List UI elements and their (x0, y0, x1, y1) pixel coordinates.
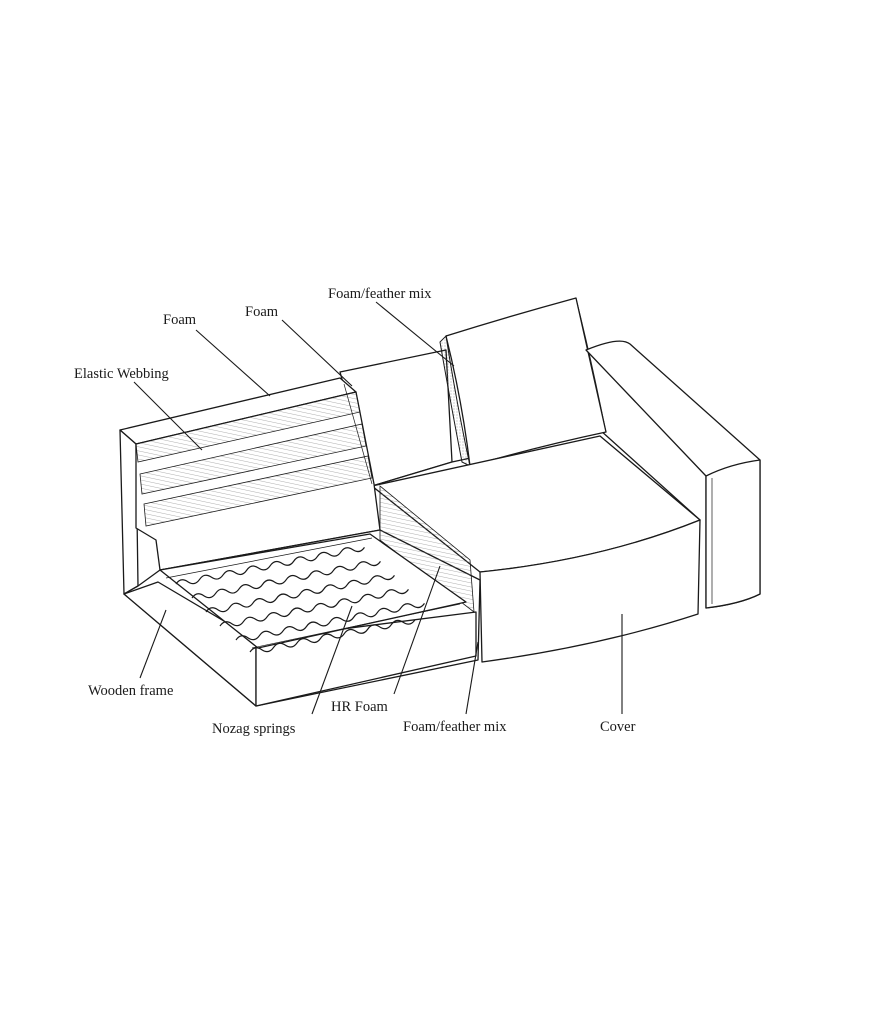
leader-foam-left (195, 329, 271, 397)
leader-foam-right (281, 319, 353, 387)
label-foam-left: Foam (163, 312, 197, 328)
nozag-springs (165, 537, 461, 653)
labels: Foam/feather mix Foam Foam Elastic Webbi… (74, 286, 636, 737)
leader-foam-feather-top (375, 301, 455, 367)
label-nozag-springs: Nozag springs (212, 721, 296, 737)
seat-cushion-cover (371, 435, 701, 663)
label-elastic-webbing: Elastic Webbing (74, 366, 169, 382)
label-foam-feather-top: Foam/feather mix (328, 286, 432, 302)
label-wooden-frame: Wooden frame (88, 683, 173, 699)
cutaway-base-frame (123, 485, 481, 707)
label-foam-feather-bottom: Foam/feather mix (403, 719, 507, 735)
label-cover: Cover (600, 719, 636, 735)
back-cushion (439, 297, 607, 467)
leader-lines (133, 301, 623, 715)
leader-hr-foam (393, 565, 441, 695)
leader-nozag-springs (311, 605, 353, 715)
leader-wooden-frame (139, 609, 167, 679)
leader-elastic-webbing (133, 381, 203, 451)
label-hr-foam: HR Foam (331, 699, 389, 715)
right-armrest (585, 340, 761, 609)
label-foam-right: Foam (245, 304, 279, 320)
leader-foam-feather-bottom (465, 641, 479, 715)
